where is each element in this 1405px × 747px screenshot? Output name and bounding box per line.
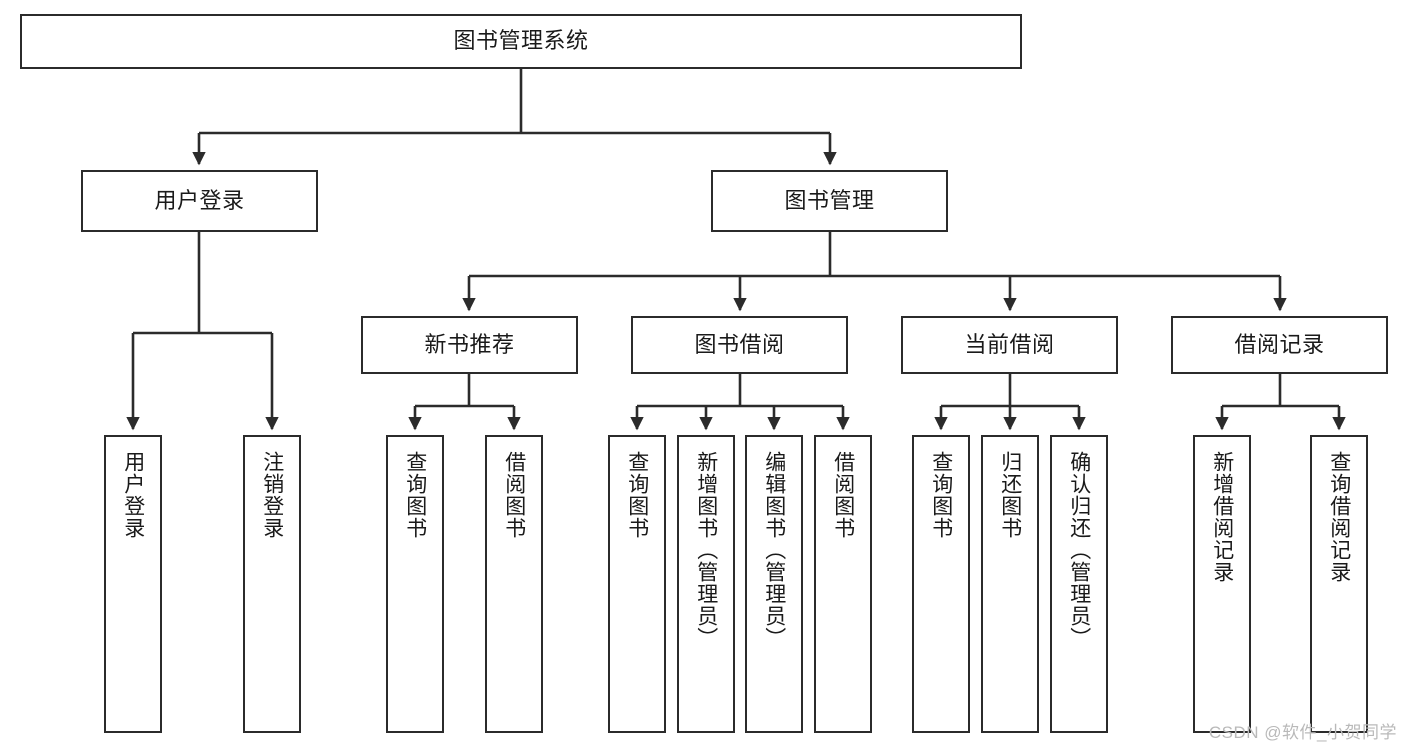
node-book-borrow-label: 图书借阅 [694,331,785,357]
leaf-return-book-label: 归还图书 [998,451,1022,539]
leaf-borrow-book-1-label: 借阅图书 [502,451,526,539]
node-new-book-recommend[interactable]: 新书推荐 [361,316,578,374]
leaf-query-borrow-record-label: 查询借阅记录 [1327,451,1351,583]
leaf-add-borrow-record-label: 新增借阅记录 [1210,451,1234,583]
leaf-borrow-book-1[interactable]: 借阅图书 [485,435,543,733]
node-user-login-label: 用户登录 [154,187,245,213]
node-borrow-record[interactable]: 借阅记录 [1171,316,1388,374]
leaf-logout-login[interactable]: 注销登录 [243,435,301,733]
leaf-add-book-admin[interactable]: 新增图书（管理员） [677,435,735,733]
leaf-query-book-3[interactable]: 查询图书 [912,435,970,733]
node-current-borrow-label: 当前借阅 [964,331,1055,357]
leaf-query-book-1[interactable]: 查询图书 [386,435,444,733]
node-root[interactable]: 图书管理系统 [20,14,1022,69]
leaf-confirm-return-admin[interactable]: 确认归还（管理员） [1050,435,1108,733]
node-book-manage-label: 图书管理 [784,187,875,213]
node-current-borrow[interactable]: 当前借阅 [901,316,1118,374]
leaf-edit-book-admin-label: 编辑图书（管理员） [762,451,786,649]
leaf-return-book[interactable]: 归还图书 [981,435,1039,733]
node-new-book-recommend-label: 新书推荐 [424,331,515,357]
node-user-login[interactable]: 用户登录 [81,170,318,232]
csdn-watermark: CSDN @软件_小贺同学 [1208,723,1397,742]
leaf-borrow-book-2-label: 借阅图书 [831,451,855,539]
leaf-borrow-book-2[interactable]: 借阅图书 [814,435,872,733]
node-book-borrow[interactable]: 图书借阅 [631,316,848,374]
leaf-add-borrow-record[interactable]: 新增借阅记录 [1193,435,1251,733]
leaf-query-book-2[interactable]: 查询图书 [608,435,666,733]
leaf-add-book-admin-label: 新增图书（管理员） [694,451,718,649]
leaf-query-book-1-label: 查询图书 [403,451,427,539]
node-root-label: 图书管理系统 [453,28,589,54]
leaf-user-login[interactable]: 用户登录 [104,435,162,733]
node-book-manage[interactable]: 图书管理 [711,170,948,232]
leaf-query-book-2-label: 查询图书 [625,451,649,539]
leaf-query-borrow-record[interactable]: 查询借阅记录 [1310,435,1368,733]
node-borrow-record-label: 借阅记录 [1234,331,1325,357]
leaf-user-login-label: 用户登录 [121,451,145,539]
leaf-confirm-return-admin-label: 确认归还（管理员） [1067,451,1091,649]
leaf-query-book-3-label: 查询图书 [929,451,953,539]
leaf-logout-login-label: 注销登录 [260,451,284,539]
leaf-edit-book-admin[interactable]: 编辑图书（管理员） [745,435,803,733]
